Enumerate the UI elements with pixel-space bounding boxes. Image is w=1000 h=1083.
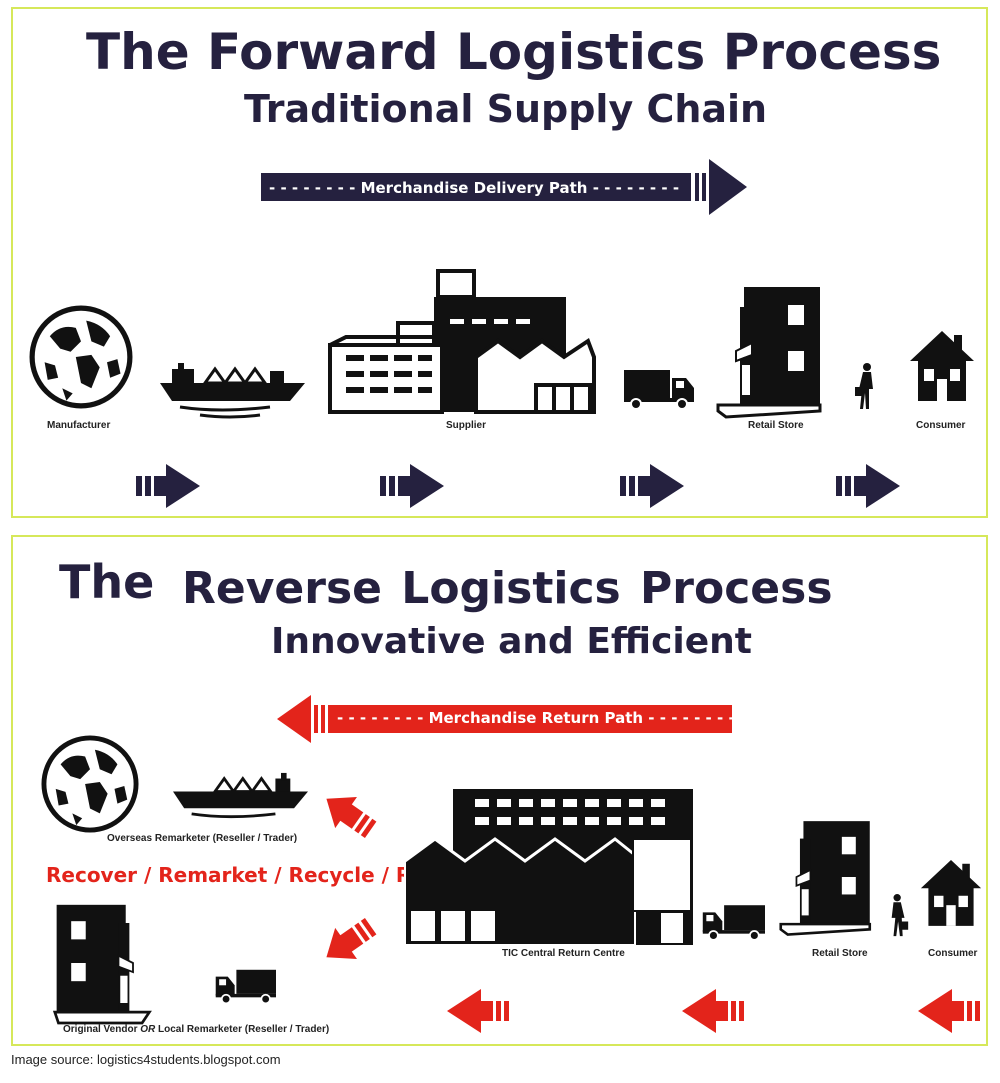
flow-arrow-right	[136, 464, 200, 508]
vendor-label-post: Local Remarketer (Reseller / Trader)	[155, 1024, 330, 1035]
original-vendor-label: Original Vendor OR Local Remarketer (Res…	[63, 1024, 329, 1035]
forward-panel: The Forward Logistics Process Traditiona…	[11, 7, 988, 518]
forward-title: The Forward Logistics Process	[86, 23, 942, 81]
recover-remarket-text: Recover / Remarket / Recycle / Reuse	[46, 863, 465, 887]
flow-arrow-down-left	[326, 918, 377, 960]
flow-arrow-right	[836, 464, 900, 508]
truck-icon	[702, 905, 765, 941]
globe-icon	[29, 305, 133, 409]
forward-subtitle: Traditional Supply Chain	[244, 87, 768, 131]
shopper-icon	[891, 894, 909, 937]
store-icon	[52, 904, 152, 1025]
return-path-arrow	[277, 695, 732, 743]
flow-arrow-right	[380, 464, 444, 508]
image-credit: Image source: logistics4students.blogspo…	[11, 1052, 281, 1067]
manufacturer-label: Manufacturer	[47, 420, 111, 431]
house-icon	[920, 860, 982, 926]
truck-icon	[624, 370, 694, 410]
central-return-centre-label: TIC Central Return Centre	[502, 948, 625, 959]
return-centre-icon	[404, 789, 693, 946]
store-icon	[779, 821, 872, 936]
ship-icon	[160, 363, 305, 419]
house-icon	[910, 331, 974, 401]
consumer-label: Consumer	[928, 948, 978, 959]
truck-icon	[215, 969, 276, 1005]
flow-arrow-up-left	[326, 796, 377, 838]
vendor-label-pre: Original Vendor	[63, 1024, 141, 1035]
flow-arrow-left	[918, 989, 980, 1033]
overseas-remarketer-label: Overseas Remarketer (Reseller / Trader)	[107, 833, 298, 844]
reverse-panel: The Reverse Logistics Process Innovative…	[11, 535, 988, 1046]
flow-arrow-right	[620, 464, 684, 508]
shopper-icon	[855, 363, 873, 409]
reverse-title: Reverse Logistics Process	[182, 563, 833, 614]
consumer-label: Consumer	[916, 420, 966, 431]
factory-icon	[328, 269, 596, 414]
store-icon	[716, 287, 822, 419]
reverse-subtitle: Innovative and Efficient	[271, 621, 753, 662]
flow-arrow-left	[682, 989, 744, 1033]
return-path-label: - - - - - - - - Merchandise Return Path …	[337, 709, 735, 727]
flow-arrow-left	[447, 989, 509, 1033]
supplier-label: Supplier	[446, 420, 487, 431]
delivery-path-arrow	[261, 159, 747, 215]
retail-store-label: Retail Store	[748, 420, 804, 431]
reverse-title-the: The	[59, 555, 155, 609]
ship-icon	[173, 772, 308, 819]
globe-icon	[41, 735, 139, 833]
retail-store-label: Retail Store	[812, 948, 868, 959]
delivery-path-label: - - - - - - - - Merchandise Delivery Pat…	[269, 179, 680, 197]
vendor-label-or: OR	[140, 1024, 156, 1035]
